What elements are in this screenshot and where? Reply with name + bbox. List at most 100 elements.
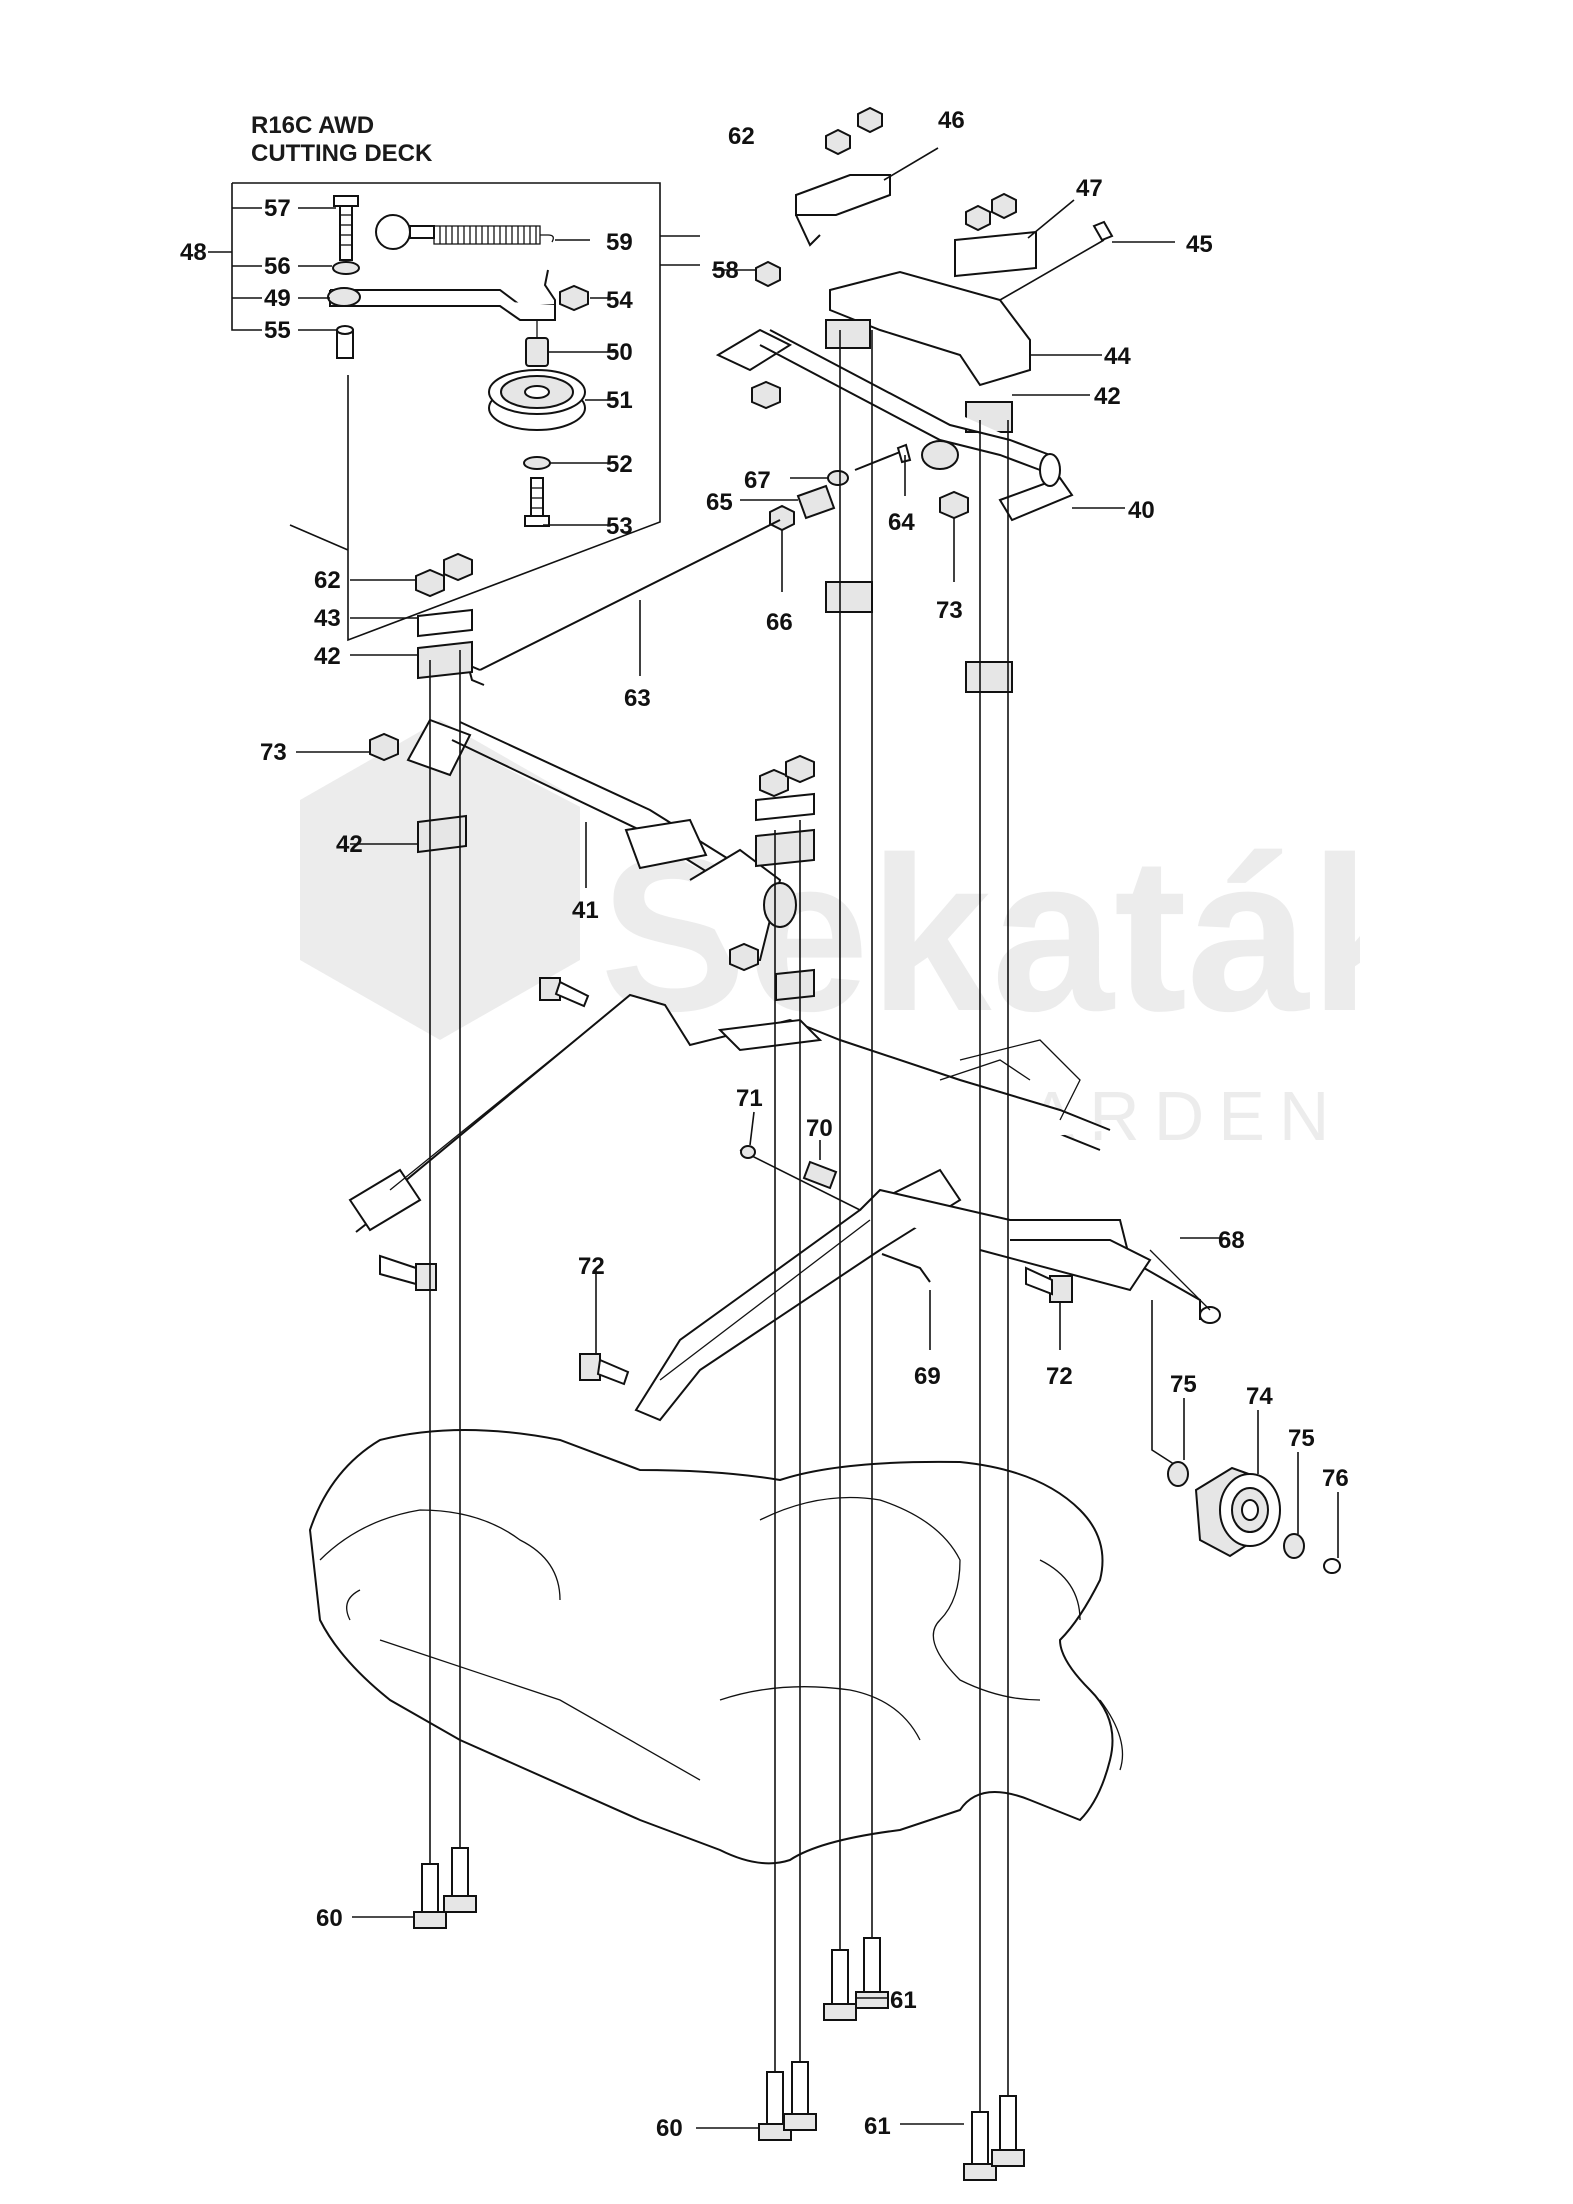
clip-45-icon bbox=[1092, 220, 1114, 242]
callout-57: 57 bbox=[264, 195, 291, 222]
pulley-51-icon bbox=[488, 369, 586, 431]
callout-55: 55 bbox=[264, 317, 291, 344]
cutting-deck-housing-icon bbox=[308, 1429, 1124, 1865]
bolt-top-icon bbox=[539, 977, 590, 1008]
callout-45: 45 bbox=[1186, 231, 1213, 258]
callout-43: 43 bbox=[314, 605, 341, 632]
plate-43-icon bbox=[417, 608, 473, 638]
callout-47: 47 bbox=[1076, 175, 1103, 202]
washer-75-b-icon bbox=[1283, 1533, 1305, 1559]
callout-51: 51 bbox=[606, 387, 633, 414]
callout-60-upper: 60 bbox=[316, 1905, 343, 1932]
model-name: R16C AWD bbox=[251, 112, 375, 139]
bolt-61-b-icon bbox=[855, 1937, 889, 2009]
bolt-60-d-icon bbox=[783, 2061, 817, 2131]
rod-63-icon bbox=[479, 519, 781, 671]
callout-72-left: 72 bbox=[578, 1253, 605, 1280]
callout-40: 40 bbox=[1128, 497, 1155, 524]
callout-42-left: 42 bbox=[314, 643, 341, 670]
callout-64: 64 bbox=[888, 509, 915, 536]
bracket-46-icon bbox=[795, 174, 891, 216]
callout-59: 59 bbox=[606, 229, 633, 256]
bolt-61-d-icon bbox=[991, 2095, 1025, 2167]
callout-63: 63 bbox=[624, 685, 651, 712]
lift-arm-lower-icon bbox=[634, 1168, 962, 1422]
callout-44: 44 bbox=[1104, 343, 1131, 370]
callout-52: 52 bbox=[606, 451, 633, 478]
callout-70: 70 bbox=[806, 1115, 833, 1142]
block-42-left-icon bbox=[417, 640, 473, 680]
nut-62-icon bbox=[825, 128, 851, 156]
lift-arm-group bbox=[348, 977, 1226, 1422]
assembly-name: CUTTING DECK bbox=[251, 140, 433, 167]
nut-58-icon bbox=[755, 260, 781, 288]
callout-53: 53 bbox=[606, 513, 633, 540]
spring-70-icon bbox=[802, 1160, 838, 1190]
block-42-left-b-icon bbox=[417, 814, 467, 854]
nut-62-left-b-icon bbox=[443, 552, 473, 582]
callout-58: 58 bbox=[712, 257, 739, 284]
callout-62-left: 62 bbox=[314, 567, 341, 594]
callout-54: 54 bbox=[606, 287, 633, 314]
bolt-72-right-icon bbox=[1025, 1266, 1073, 1303]
nut-73-a-icon bbox=[939, 490, 969, 520]
leader-lines-top-left bbox=[298, 207, 616, 526]
callout-41: 41 bbox=[572, 897, 599, 924]
vertical-rods-group bbox=[429, 330, 1009, 2120]
callout-labels: 57 48 56 49 55 59 58 54 50 51 52 53 62 4… bbox=[180, 107, 1349, 2142]
bolt-53-icon bbox=[524, 477, 550, 527]
washer-75-a-icon bbox=[1167, 1461, 1189, 1487]
bolt-61-a-icon bbox=[823, 1949, 857, 2021]
callout-62-top: 62 bbox=[728, 123, 755, 150]
nut-62b-icon bbox=[857, 106, 883, 134]
nut-top-right-b-icon bbox=[991, 192, 1017, 220]
washer-52-icon bbox=[523, 456, 551, 470]
callout-42-top: 42 bbox=[1094, 383, 1121, 410]
anti-scalp-wheel-group bbox=[1151, 1300, 1341, 1574]
callout-42-lower: 42 bbox=[336, 831, 363, 858]
plate-47-icon bbox=[954, 230, 1037, 278]
idler-assembly-group bbox=[208, 182, 700, 642]
spring-59-icon bbox=[375, 214, 554, 250]
callout-75-left: 75 bbox=[1170, 1371, 1197, 1398]
callout-56: 56 bbox=[264, 253, 291, 280]
callout-66: 66 bbox=[766, 609, 793, 636]
bushing-50-icon bbox=[525, 337, 549, 367]
callout-75-right: 75 bbox=[1288, 1425, 1315, 1452]
diagram-title: R16C AWD CUTTING DECK bbox=[251, 112, 432, 168]
nut-54-icon bbox=[559, 284, 589, 312]
callout-65: 65 bbox=[706, 489, 733, 516]
callout-72-right: 72 bbox=[1046, 1363, 1073, 1390]
washer-56-icon bbox=[332, 261, 360, 275]
callout-46: 46 bbox=[938, 107, 965, 134]
bolt-57-icon bbox=[339, 199, 353, 261]
callout-48: 48 bbox=[180, 239, 207, 266]
block-lower-a-icon bbox=[825, 581, 873, 613]
nut-66-icon bbox=[769, 504, 795, 532]
callout-73-left: 73 bbox=[260, 739, 287, 766]
callout-71: 71 bbox=[736, 1085, 763, 1112]
callout-61-lower: 61 bbox=[864, 2113, 891, 2140]
callout-73-top: 73 bbox=[936, 597, 963, 624]
bolt-61-c-icon bbox=[963, 2111, 997, 2181]
nut-top-right-a-icon bbox=[965, 204, 991, 232]
callout-69: 69 bbox=[914, 1363, 941, 1390]
bolt-60-c-icon bbox=[758, 2071, 792, 2141]
callout-67: 67 bbox=[744, 467, 771, 494]
nut-62-left-icon bbox=[415, 568, 445, 598]
nut-67-icon bbox=[827, 470, 849, 486]
callout-60-lower: 60 bbox=[656, 2115, 683, 2142]
bolt-60-a-icon bbox=[413, 1863, 447, 1929]
clip-76-icon bbox=[1323, 1558, 1341, 1574]
callout-61-upper: 61 bbox=[890, 1987, 917, 2014]
nut-73-b-icon bbox=[369, 732, 399, 762]
bolt-72-left-icon bbox=[579, 1353, 630, 1386]
clip-71-icon bbox=[740, 1145, 756, 1159]
bolt-left-icon bbox=[379, 1254, 437, 1291]
wheel-74-icon bbox=[1194, 1466, 1281, 1558]
callout-68: 68 bbox=[1218, 1227, 1245, 1254]
rear-lift-bracket-group bbox=[296, 552, 815, 1002]
rod-64-icon bbox=[854, 451, 901, 471]
pin-69-icon bbox=[881, 1253, 931, 1283]
